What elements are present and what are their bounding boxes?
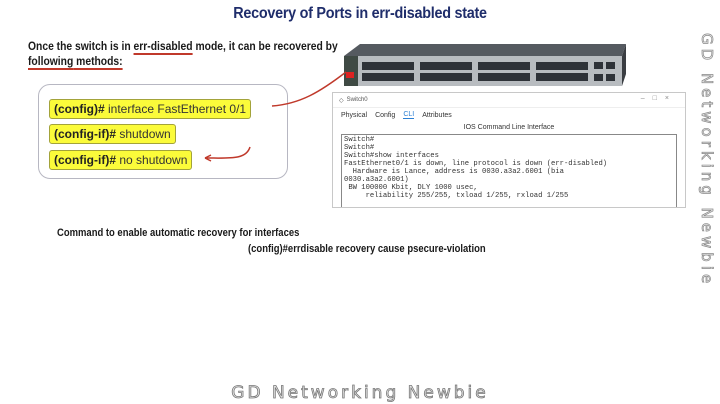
cisco-switch-image <box>344 44 626 86</box>
terminal-line: Switch# <box>344 136 375 144</box>
auto-recovery-command: (config)#errdisable recovery cause psecu… <box>248 243 486 255</box>
terminal-line: Hardware is Lance, address is 0030.a3a2.… <box>344 168 564 176</box>
command-interface: (config)# interface FastEthernet 0/1 <box>49 99 252 119</box>
close-button[interactable]: × <box>664 95 677 102</box>
terminal-line: Switch#show interfaces <box>344 152 439 160</box>
intro-highlight-following: following <box>28 54 74 68</box>
terminal-line: BW 100000 Kbit, DLY 1000 usec, <box>344 184 478 192</box>
terminal-line: 0030.a3a2.6001) <box>344 176 409 184</box>
tab-cli[interactable]: CLI <box>403 111 415 119</box>
tab-config[interactable]: Config <box>375 111 396 119</box>
tab-physical[interactable]: Physical <box>341 111 368 119</box>
intro-part1: Once the switch is in <box>28 39 134 53</box>
minimize-button[interactable]: – <box>640 95 653 102</box>
window-controls: –□× <box>641 95 677 102</box>
intro-highlight-err-disabled: err-disabled <box>133 39 193 53</box>
command-text: no shutdown <box>116 153 188 167</box>
app-icon: ◇ <box>339 97 344 104</box>
terminal-line: Switch# <box>344 144 375 152</box>
watermark-side: GD Networking Newbie <box>698 33 717 288</box>
intro-part2: mode, it can be recovered by <box>192 39 338 53</box>
command-text: shutdown <box>116 127 171 141</box>
command-prompt: (config)# <box>54 102 105 116</box>
command-shutdown: (config-if)# shutdown <box>49 124 176 144</box>
command-text: interface FastEthernet 0/1 <box>104 102 247 116</box>
slide-title: Recovery of Ports in err-disabled state <box>233 5 487 22</box>
terminal-line: FastEthernet0/1 is down, line protocol i… <box>344 160 608 168</box>
intro-text: Once the switch is in err-disabled mode,… <box>28 39 355 69</box>
window-titlebar: ◇ Switch0 –□× <box>333 93 685 108</box>
auto-recovery-label: Command to enable automatic recovery for… <box>57 227 300 239</box>
command-no-shutdown: (config-if)# no shutdown <box>49 150 193 170</box>
device-tabs: Physical Config CLI Attributes <box>333 108 685 122</box>
command-prompt: (config-if)# <box>54 153 116 167</box>
cli-subtitle: IOS Command Line Interface <box>463 124 555 131</box>
watermark-bottom: GD Networking Newbie <box>231 383 489 404</box>
terminal-line: reliability 255/255, txload 1/255, rxloa… <box>344 192 569 200</box>
window-title: Switch0 <box>346 97 368 103</box>
tab-attributes[interactable]: Attributes <box>422 111 452 119</box>
packet-tracer-window: ◇ Switch0 –□× Physical Config CLI Attrib… <box>332 92 686 208</box>
maximize-button[interactable]: □ <box>652 95 665 102</box>
intro-part3: methods: <box>73 54 123 68</box>
command-prompt: (config-if)# <box>54 127 116 141</box>
